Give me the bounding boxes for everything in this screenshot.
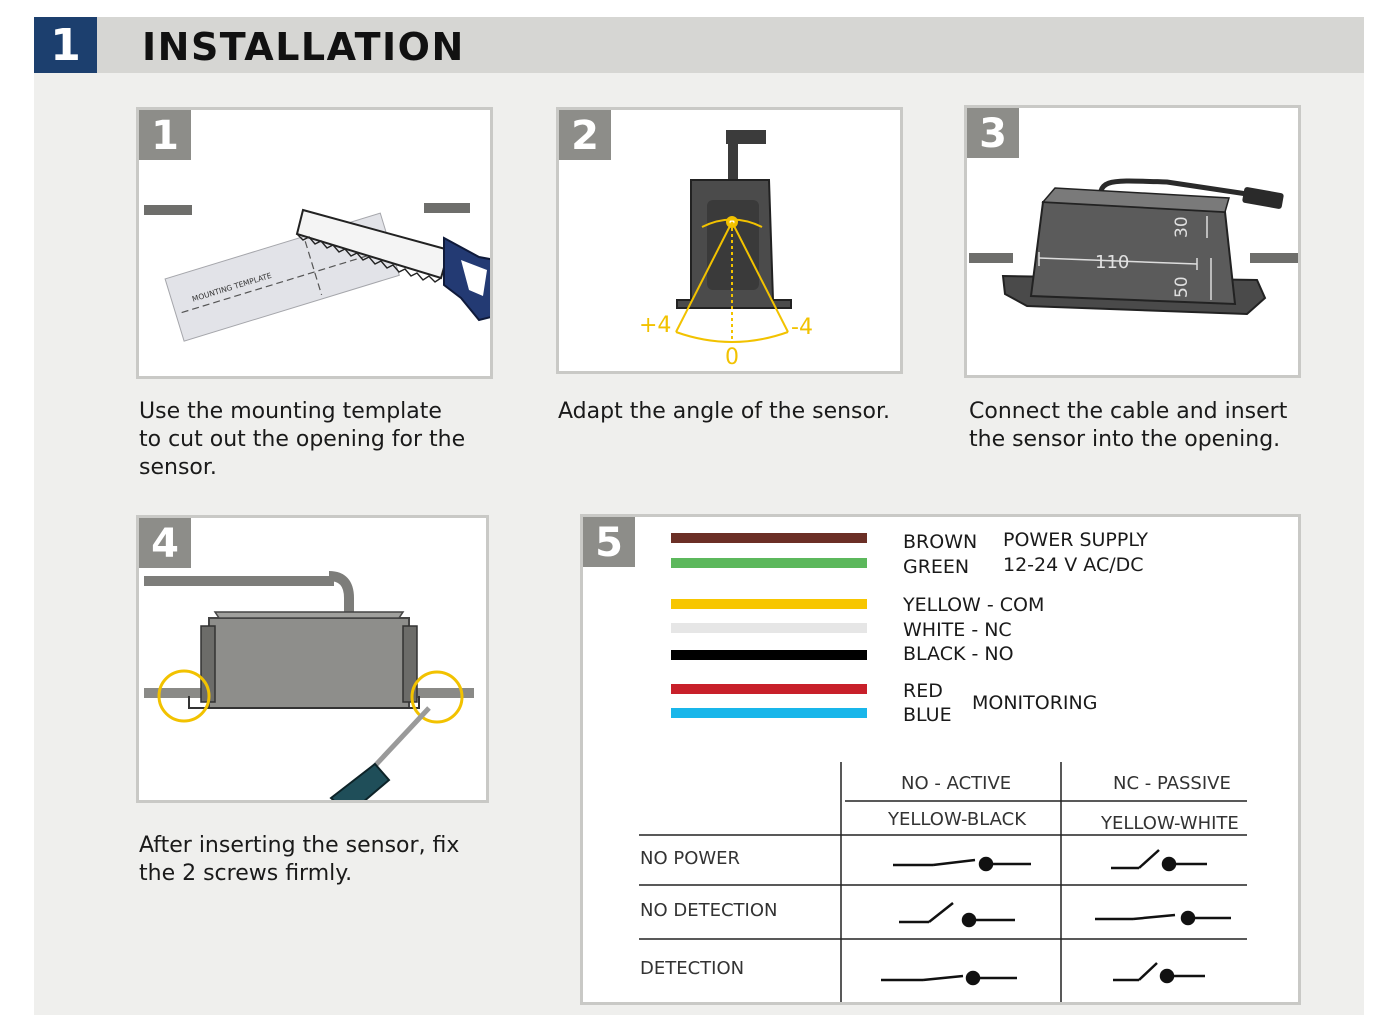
- wire-green: [671, 558, 867, 568]
- wire-blue: [671, 708, 867, 718]
- label-monitoring: MONITORING: [972, 692, 1098, 714]
- step-1-badge: 1: [139, 110, 191, 160]
- step-3-caption: Connect the cable and insert the sensor …: [969, 399, 1288, 452]
- step-2-caption: Adapt the angle of the sensor.: [558, 399, 890, 424]
- screw-highlight-left: [157, 669, 211, 723]
- switch-no-power-passive: [1111, 849, 1207, 872]
- screwdriver-icon: [329, 706, 431, 800]
- step-1-caption: Use the mounting template to cut out the…: [139, 399, 466, 480]
- col-yellow-white-sub: YELLOW-WHITE: [1101, 813, 1239, 834]
- section-number: 1: [34, 17, 97, 73]
- step-4-panel: 4: [136, 515, 489, 803]
- step-5-panel: 5 BROWN GREEN POWER SUPPLY 12-24 V AC/DC…: [580, 514, 1301, 1005]
- row-detection: DETECTION: [640, 958, 745, 979]
- col-no-active-header: NO - ACTIVE: [901, 773, 1012, 794]
- label-blue: BLUE: [903, 704, 952, 726]
- step-2-panel: 2 +4 0 -4: [556, 107, 903, 374]
- step-1-panel: 1 MOUNTING TEMPLATE: [136, 107, 493, 379]
- wire-yellow: [671, 599, 867, 609]
- label-black-no: BLACK - NO: [903, 643, 1014, 665]
- contact-table-lines: [639, 762, 1247, 1002]
- switch-no-power-active: [893, 856, 1031, 872]
- saw-icon: [295, 208, 490, 322]
- cut-opening-illustration: MOUNTING TEMPLATE: [144, 203, 490, 342]
- col-nc-passive-header: NC - PASSIVE: [1113, 773, 1231, 794]
- col-yellow-black-sub: YELLOW-BLACK: [888, 809, 1027, 830]
- section-title: INSTALLATION: [142, 25, 465, 69]
- angle-minus-label: -4: [791, 315, 813, 340]
- dimension-width: 30: [1172, 216, 1192, 238]
- label-white-nc: WHITE - NC: [903, 619, 1012, 641]
- sensor-insert-illustration: 110 30 50: [969, 178, 1298, 316]
- row-no-detection: NO DETECTION: [640, 900, 778, 921]
- angle-zero-label: 0: [725, 345, 739, 370]
- sensor-angle-illustration: +4 0 -4: [639, 130, 813, 370]
- row-no-power: NO POWER: [640, 848, 741, 869]
- wire-black: [671, 650, 867, 660]
- angle-plus-label: +4: [639, 313, 671, 338]
- switch-detection-passive: [1113, 962, 1205, 984]
- step-3-badge: 3: [967, 108, 1019, 158]
- angle-indicator: [675, 218, 789, 343]
- switch-no-detection-active: [899, 902, 1015, 928]
- label-brown: BROWN: [903, 531, 978, 553]
- switch-no-detection-passive: [1095, 910, 1231, 926]
- section-header: 1 INSTALLATION: [34, 17, 1364, 73]
- wire-brown: [671, 533, 867, 543]
- label-green: GREEN: [903, 556, 970, 578]
- label-power-supply: POWER SUPPLY: [1003, 529, 1148, 551]
- screw-fixing-illustration: [144, 571, 474, 800]
- step-2-badge: 2: [559, 110, 611, 160]
- dimension-height: 50: [1172, 276, 1192, 298]
- label-red: RED: [903, 680, 943, 702]
- switch-detection-active: [881, 970, 1017, 986]
- label-yellow-com: YELLOW - COM: [903, 594, 1045, 616]
- wire-red: [671, 684, 867, 694]
- dimension-length: 110: [1095, 252, 1129, 273]
- label-voltage: 12-24 V AC/DC: [1003, 554, 1144, 576]
- step-4-caption: After inserting the sensor, fix the 2 sc…: [139, 833, 460, 886]
- step-5-badge: 5: [583, 517, 635, 567]
- screw-highlight-right: [410, 670, 464, 724]
- wire-white: [671, 623, 867, 633]
- step-4-badge: 4: [139, 518, 191, 568]
- step-3-panel: 3 110 30 50: [964, 105, 1301, 378]
